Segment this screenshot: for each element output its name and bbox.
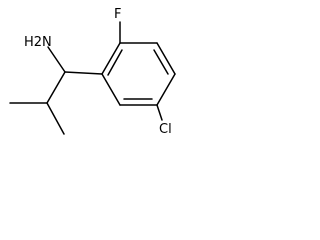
ring-bond-4-5 <box>156 73 176 106</box>
bond-c1-ring <box>64 71 103 75</box>
molecule-structure: H2N F Cl <box>9 7 176 137</box>
ring-bond-3-4 <box>156 42 176 75</box>
structure-canvas: H2N F Cl <box>0 0 193 155</box>
chlorine-label: Cl <box>159 122 172 137</box>
ring-bond-1-2-inner <box>107 49 123 76</box>
amine-label: H2N <box>24 35 52 50</box>
bond-c5-cl <box>156 104 163 121</box>
bond-ch-methyl-lower <box>46 102 65 135</box>
bond-n-c1 <box>47 46 66 73</box>
ring-bond-3-4-inner <box>153 49 169 75</box>
ring-bond-6-1 <box>101 73 121 106</box>
ring-bond-1-2 <box>101 42 121 75</box>
bond-c1-ch <box>46 71 66 104</box>
fluorine-label: F <box>114 7 121 22</box>
